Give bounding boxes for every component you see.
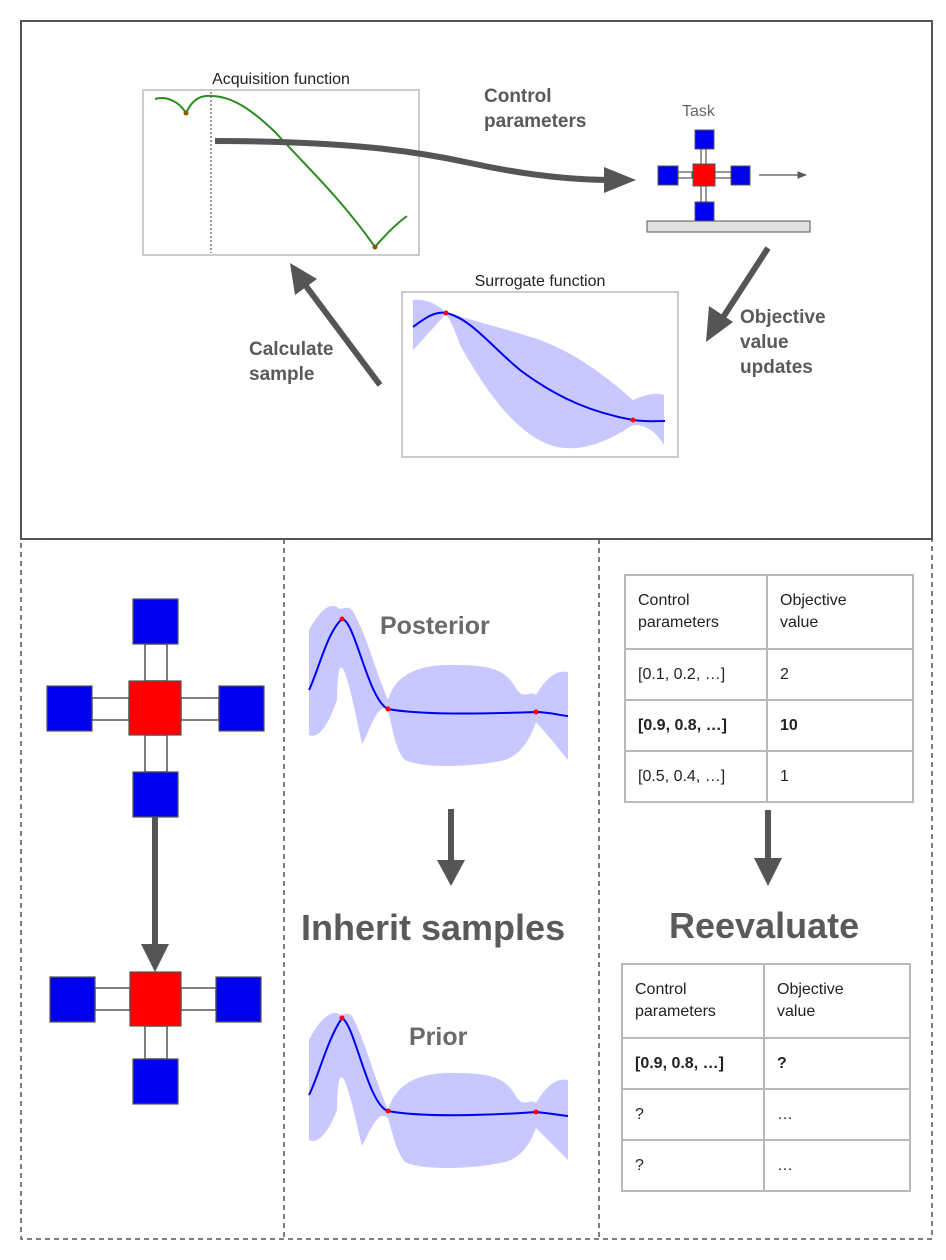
table-header-row: Control parameters Objective value [624, 574, 914, 650]
posterior-sample-2 [385, 706, 391, 712]
header-line: value [780, 614, 819, 631]
acquisition-min-point-2 [372, 244, 378, 250]
header-line: parameters [638, 614, 719, 631]
control-parameters-arrowhead [604, 167, 636, 193]
posterior-sample-3 [533, 709, 539, 715]
bottom-frame [20, 538, 933, 1240]
header-line: Control [635, 981, 687, 998]
table-row: [0.9, 0.8, …] 10 [624, 699, 914, 752]
cell-params: [0.9, 0.8, …] [624, 699, 768, 752]
robot-before [46, 598, 265, 818]
control-parameters-label: Control parameters [484, 84, 586, 134]
header-line: value [777, 1003, 816, 1020]
cell-value: 2 [766, 648, 914, 701]
table-row: [0.1, 0.2, …] 2 [624, 648, 914, 701]
table-header-row: Control parameters Objective value [621, 963, 911, 1039]
prior-sample-1 [339, 1015, 345, 1021]
calculate-sample-line-2: sample [249, 364, 315, 385]
header-objective-value: Objective value [766, 574, 914, 650]
acquisition-min-point-1 [183, 110, 189, 116]
calculate-sample-line-1: Calculate [249, 339, 334, 360]
surrogate-mean-curve [412, 311, 666, 423]
posterior-label: Posterior [380, 612, 490, 640]
table-row: ? … [621, 1139, 911, 1192]
table-row: [0.9, 0.8, …] ? [621, 1037, 911, 1090]
robot-transfer-arrowhead [141, 944, 169, 972]
cell-params: [0.5, 0.4, …] [624, 750, 768, 803]
acquisition-title: Acquisition function [212, 71, 350, 88]
table-row: ? … [621, 1088, 911, 1141]
header-control-parameters: Control parameters [621, 963, 765, 1039]
posterior-band [309, 605, 568, 766]
prior-sample-3 [533, 1109, 539, 1115]
control-parameters-line-1: Control [484, 86, 552, 107]
cell-params: ? [621, 1139, 765, 1192]
prior-sample-2 [385, 1108, 391, 1114]
posterior-sample-1 [339, 616, 345, 622]
calculate-sample-arrowhead [290, 263, 317, 295]
objective-updates-arrowhead [706, 306, 733, 342]
task-robot [646, 129, 811, 233]
samples-table: Control parameters Objective value [0.1, 0… [624, 574, 914, 803]
table-row: [0.5, 0.4, …] 1 [624, 750, 914, 803]
acquisition-plot-frame [142, 89, 420, 256]
reevaluated-table: Control parameters Objective value [0.9, 0… [621, 963, 911, 1192]
header-line: parameters [635, 1003, 716, 1020]
prior-label: Prior [409, 1023, 468, 1051]
objective-updates-line-3: updates [740, 357, 813, 378]
cell-params: [0.9, 0.8, …] [621, 1037, 765, 1090]
cell-value: ? [763, 1037, 911, 1090]
header-line: Objective [777, 981, 844, 998]
task-label: Task [682, 103, 715, 120]
objective-updates-arrow [717, 246, 771, 324]
reevaluate-label: Reevaluate [669, 905, 860, 946]
robot-after [49, 971, 262, 1105]
header-line: Control [638, 592, 690, 609]
top-frame [20, 20, 933, 540]
surrogate-sample-1 [443, 310, 449, 316]
header-objective-value: Objective value [763, 963, 911, 1039]
cell-value: 10 [766, 699, 914, 752]
prior-band [309, 1012, 568, 1168]
header-control-parameters: Control parameters [624, 574, 768, 650]
calculate-sample-arrow [300, 280, 383, 387]
cell-value: … [763, 1139, 911, 1192]
reevaluate-arrowhead [754, 858, 782, 886]
objective-updates-line-1: Objective [740, 307, 826, 328]
calculate-sample-label: Calculate sample [249, 337, 333, 387]
objective-updates-label: Objective value updates [740, 305, 826, 380]
inherit-arrowhead [437, 860, 465, 886]
control-parameters-arrow [214, 138, 613, 183]
header-line: Objective [780, 592, 847, 609]
cell-value: … [763, 1088, 911, 1141]
cell-params: [0.1, 0.2, …] [624, 648, 768, 701]
objective-updates-line-2: value [740, 332, 789, 353]
surrogate-sample-2 [630, 417, 636, 423]
control-parameters-line-2: parameters [484, 111, 587, 132]
cell-value: 1 [766, 750, 914, 803]
cell-params: ? [621, 1088, 765, 1141]
surrogate-title: Surrogate function [474, 273, 606, 290]
inherit-samples-label: Inherit samples [301, 907, 566, 948]
surrogate-confidence-band [413, 299, 664, 449]
